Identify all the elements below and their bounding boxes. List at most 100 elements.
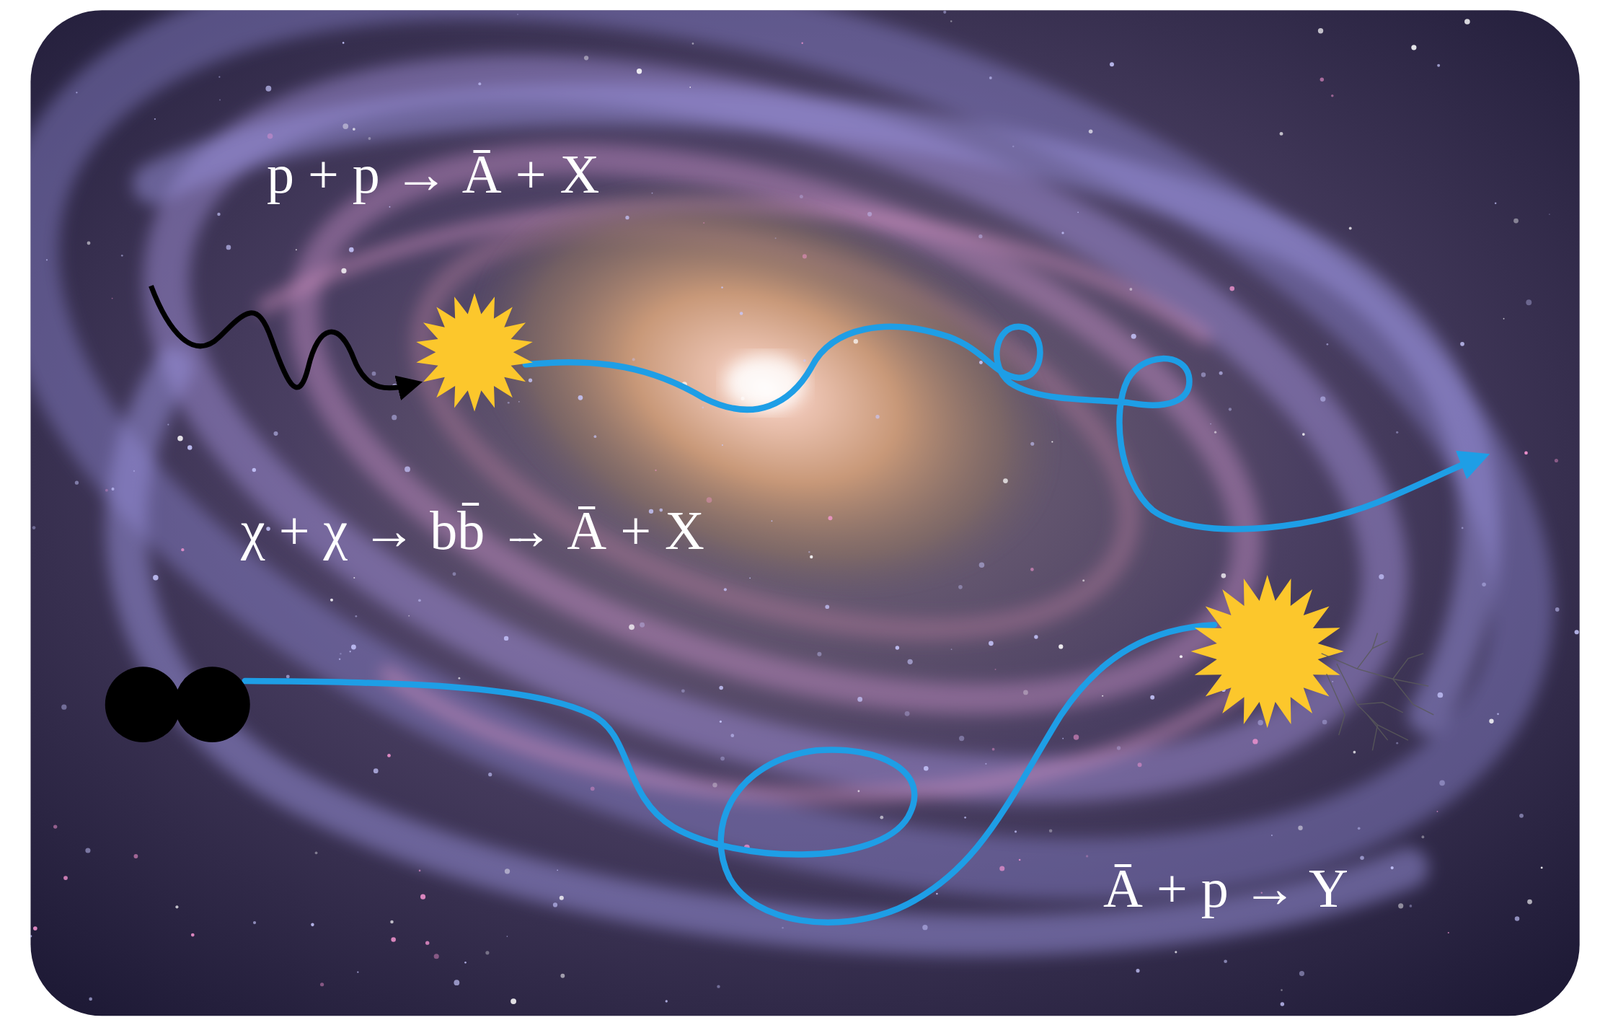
- star-dot: [1030, 567, 1034, 572]
- star-dot: [1326, 343, 1329, 346]
- star-dot: [1062, 737, 1064, 740]
- star-dot: [154, 118, 156, 120]
- star-dot: [1411, 44, 1417, 50]
- star-dot: [75, 91, 78, 94]
- star-dot: [1318, 28, 1324, 34]
- star-dot: [1525, 299, 1532, 306]
- star-dot: [594, 434, 598, 438]
- star-dot: [87, 241, 91, 246]
- star-dot: [510, 997, 517, 1004]
- star-dot: [1109, 62, 1115, 67]
- star-dot: [516, 13, 519, 16]
- star-dot: [951, 648, 953, 650]
- star-dot: [984, 762, 987, 765]
- star-dot: [718, 685, 724, 691]
- star-dot: [33, 925, 38, 931]
- star-dot: [904, 710, 910, 716]
- star-dot: [1077, 211, 1079, 213]
- star-dot: [556, 868, 559, 871]
- star-dot: [1409, 904, 1413, 908]
- star-dot: [1421, 834, 1425, 838]
- star-dot: [775, 237, 777, 239]
- star-dot: [485, 950, 489, 954]
- star-dot: [720, 756, 725, 761]
- star-dot: [373, 767, 379, 773]
- star-dot: [1280, 988, 1283, 991]
- star-dot: [1524, 451, 1528, 455]
- star-dot: [1150, 695, 1155, 700]
- star-dot: [1461, 527, 1464, 530]
- star-dot: [1137, 762, 1143, 767]
- star-dot: [1353, 750, 1357, 754]
- star-dot: [964, 816, 967, 819]
- star-dot: [1320, 77, 1324, 82]
- star-dot: [352, 127, 356, 131]
- star-dot: [342, 123, 349, 130]
- star-dot: [721, 286, 724, 289]
- star-dot: [701, 406, 704, 409]
- star-dot: [719, 720, 722, 723]
- star-dot: [703, 222, 705, 224]
- star-dot: [950, 20, 953, 23]
- star-dot: [1460, 341, 1465, 347]
- star-dot: [808, 550, 810, 553]
- star-dot: [995, 668, 997, 670]
- star-dot: [730, 733, 735, 737]
- star-dot: [716, 984, 720, 988]
- star-dot: [958, 584, 963, 590]
- star-dot: [1085, 854, 1089, 857]
- star-dot: [1131, 333, 1137, 339]
- star-dot: [177, 435, 184, 442]
- star-dot: [749, 576, 751, 579]
- star-dot: [61, 703, 67, 709]
- star-dot: [1051, 440, 1053, 443]
- star-dot: [590, 785, 595, 791]
- star-dot: [330, 598, 334, 602]
- star-dot: [824, 604, 830, 609]
- star-dot: [935, 892, 939, 895]
- star-dot: [351, 644, 357, 650]
- star-dot: [389, 206, 391, 208]
- star-dot: [1297, 825, 1303, 830]
- star-dot: [689, 86, 691, 88]
- star-dot: [286, 674, 290, 678]
- star-dot: [809, 555, 813, 559]
- star-dot: [1012, 145, 1014, 148]
- star-dot: [1437, 810, 1439, 812]
- star-dot: [1540, 865, 1544, 869]
- star-dot: [372, 371, 377, 376]
- star-dot: [1082, 578, 1085, 582]
- star-dot: [338, 657, 342, 660]
- star-dot: [1395, 431, 1399, 434]
- star-dot: [1359, 855, 1365, 860]
- star-dot: [999, 865, 1005, 871]
- star-dot: [1503, 317, 1505, 320]
- star-dot: [217, 212, 220, 216]
- star-dot: [827, 515, 833, 520]
- star-dot: [584, 55, 589, 60]
- star-dot: [802, 253, 807, 259]
- star-dot: [553, 902, 558, 907]
- star-dot: [992, 747, 996, 751]
- star-dot: [218, 76, 220, 78]
- star-dot: [1302, 432, 1306, 436]
- star-dot: [651, 192, 654, 194]
- star-dot: [111, 487, 115, 491]
- star-dot: [1030, 442, 1034, 446]
- star-dot: [390, 920, 394, 924]
- star-dot: [387, 753, 391, 758]
- star-dot: [560, 973, 565, 978]
- star-dot: [506, 935, 509, 937]
- star-dot: [1574, 629, 1580, 634]
- star-dot: [1101, 695, 1104, 697]
- star-dot: [1174, 950, 1177, 953]
- star-dot: [1209, 423, 1212, 425]
- star-dot: [1349, 226, 1352, 230]
- star-dot: [46, 258, 48, 261]
- star-dot: [739, 311, 744, 316]
- star-dot: [1494, 202, 1497, 205]
- star-dot: [559, 895, 564, 900]
- star-dot: [518, 400, 520, 403]
- star-dot: [1496, 712, 1500, 715]
- star-dot: [452, 571, 457, 576]
